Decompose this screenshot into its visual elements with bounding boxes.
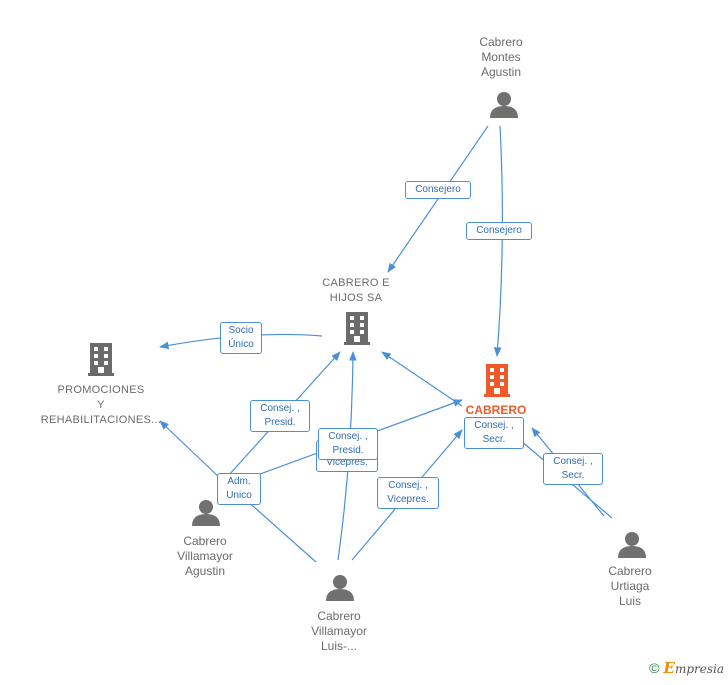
person-icon (490, 92, 518, 118)
edge-label-consej-vicepres: Consej. , Vicepres. (377, 477, 439, 509)
person-label-villamayor-agustin[interactable]: Cabrero Villamayor Agustin (177, 534, 233, 578)
edge-line (381, 351, 463, 407)
building-icon (484, 364, 510, 397)
edge-label-consej-presid: Consej. , Presid. (250, 400, 310, 432)
company-label-cabrero-e-hijos[interactable]: CABRERO E HIJOS SA (322, 277, 390, 304)
person-icon (326, 575, 354, 601)
edge-line (159, 420, 223, 481)
edge-label-consej-secr: Consej. , Secr. (464, 417, 524, 449)
edge-label-consejero: Consejero (466, 222, 532, 240)
edge-line (493, 125, 503, 357)
person-icon (618, 532, 646, 558)
edge-label-adm-unico: Adm. Unico (217, 473, 261, 505)
copyright-icon: © (649, 660, 660, 676)
edge-label-consej-presid: Consej. , Presid. (318, 428, 378, 460)
person-label-urtiaga-luis[interactable]: Cabrero Urtiaga Luis (608, 564, 652, 608)
person-label-cabrero-montes[interactable]: Cabrero Montes Agustin (479, 35, 523, 79)
brand-logo[interactable]: Empresia (663, 659, 725, 677)
edge-label-consejero: Consejero (405, 181, 471, 199)
edge-label-socio-unico: Socio Único (220, 322, 262, 354)
building-icon (344, 312, 370, 345)
building-icon (88, 343, 114, 376)
person-icon (192, 500, 220, 526)
edge-label-consej-secr: Consej. , Secr. (543, 453, 603, 485)
person-label-villamayor-luis[interactable]: Cabrero Villamayor Luis-... (311, 609, 367, 653)
footer-credit: © Empresia (649, 659, 724, 677)
edge-line (387, 125, 489, 273)
company-label-promociones[interactable]: PROMOCIONES Y REHABILITACIONES... (40, 384, 162, 426)
